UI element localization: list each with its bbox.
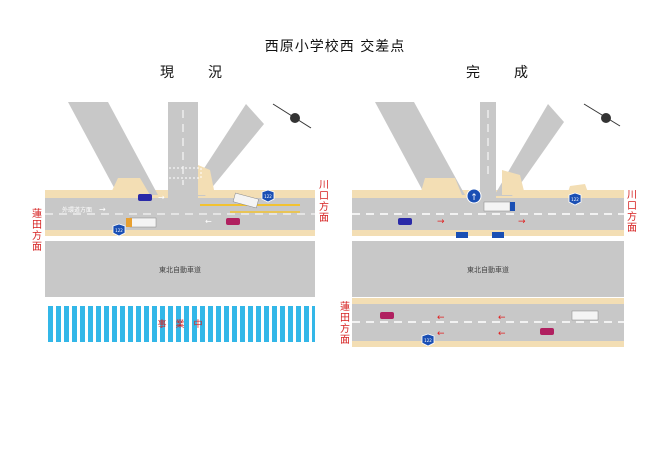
svg-text:川: 川 xyxy=(627,190,637,201)
svg-text:面: 面 xyxy=(340,335,350,346)
svg-text:→: → xyxy=(158,193,165,202)
diagonal-road-left xyxy=(68,102,158,195)
svg-text:←: ← xyxy=(437,329,445,339)
car-magenta xyxy=(226,218,240,225)
svg-text:122: 122 xyxy=(115,228,123,233)
direction-sign-icon xyxy=(466,188,482,204)
svg-text:→: → xyxy=(437,217,445,227)
svg-text:→: → xyxy=(99,205,106,214)
svg-text:←: ← xyxy=(498,313,506,323)
svg-text:東北自動車道: 東北自動車道 xyxy=(467,265,509,274)
car-blue xyxy=(138,194,152,201)
svg-text:田: 田 xyxy=(340,313,350,324)
svg-text:←: ← xyxy=(437,313,445,323)
svg-text:蓮: 蓮 xyxy=(32,207,42,220)
svg-text:口: 口 xyxy=(319,191,329,202)
svg-text:面: 面 xyxy=(627,223,637,234)
svg-text:→: → xyxy=(518,217,526,227)
sidewalk-bottom xyxy=(45,230,315,236)
svg-text:122: 122 xyxy=(264,194,272,199)
expressway-label: 東北自動車道 xyxy=(159,265,201,274)
current-panel: 外環道方面 ← → → 122 122 東北自動車道 事 業 中 川 口 方 面… xyxy=(32,102,329,342)
construction-zone xyxy=(45,306,315,342)
svg-text:田: 田 xyxy=(32,220,42,231)
svg-text:口: 口 xyxy=(627,201,637,212)
svg-text:蓮: 蓮 xyxy=(340,300,350,313)
svg-text:122: 122 xyxy=(424,338,432,343)
route-sign-right xyxy=(261,189,275,203)
svg-text:方: 方 xyxy=(340,322,350,335)
svg-text:122: 122 xyxy=(571,197,579,202)
svg-text:面: 面 xyxy=(32,242,42,253)
svg-text:←: ← xyxy=(205,217,212,226)
compass-icon xyxy=(583,103,621,127)
compass-icon xyxy=(272,103,312,129)
route-sign-left xyxy=(112,223,126,237)
svg-text:←: ← xyxy=(498,329,506,339)
road-marking-text: 外環道方面 xyxy=(62,206,92,214)
current-panel-title: 現 況 xyxy=(160,65,232,81)
svg-text:面: 面 xyxy=(319,213,329,224)
svg-text:↑: ↑ xyxy=(470,193,478,203)
construction-label: 事 業 中 xyxy=(157,318,202,330)
page-title: 西原小学校西 交差点 xyxy=(264,39,406,55)
completed-panel: ↑ → → 122 東北自動車道 ← ← ← ← 122 川 xyxy=(340,102,637,347)
svg-text:方: 方 xyxy=(32,229,42,242)
completed-panel-title: 完 成 xyxy=(466,65,538,81)
truck xyxy=(129,217,157,228)
expressway xyxy=(45,241,315,297)
svg-text:方: 方 xyxy=(627,210,637,223)
svg-text:方: 方 xyxy=(319,200,329,213)
svg-text:川: 川 xyxy=(319,180,329,191)
truck-turning xyxy=(232,192,259,209)
